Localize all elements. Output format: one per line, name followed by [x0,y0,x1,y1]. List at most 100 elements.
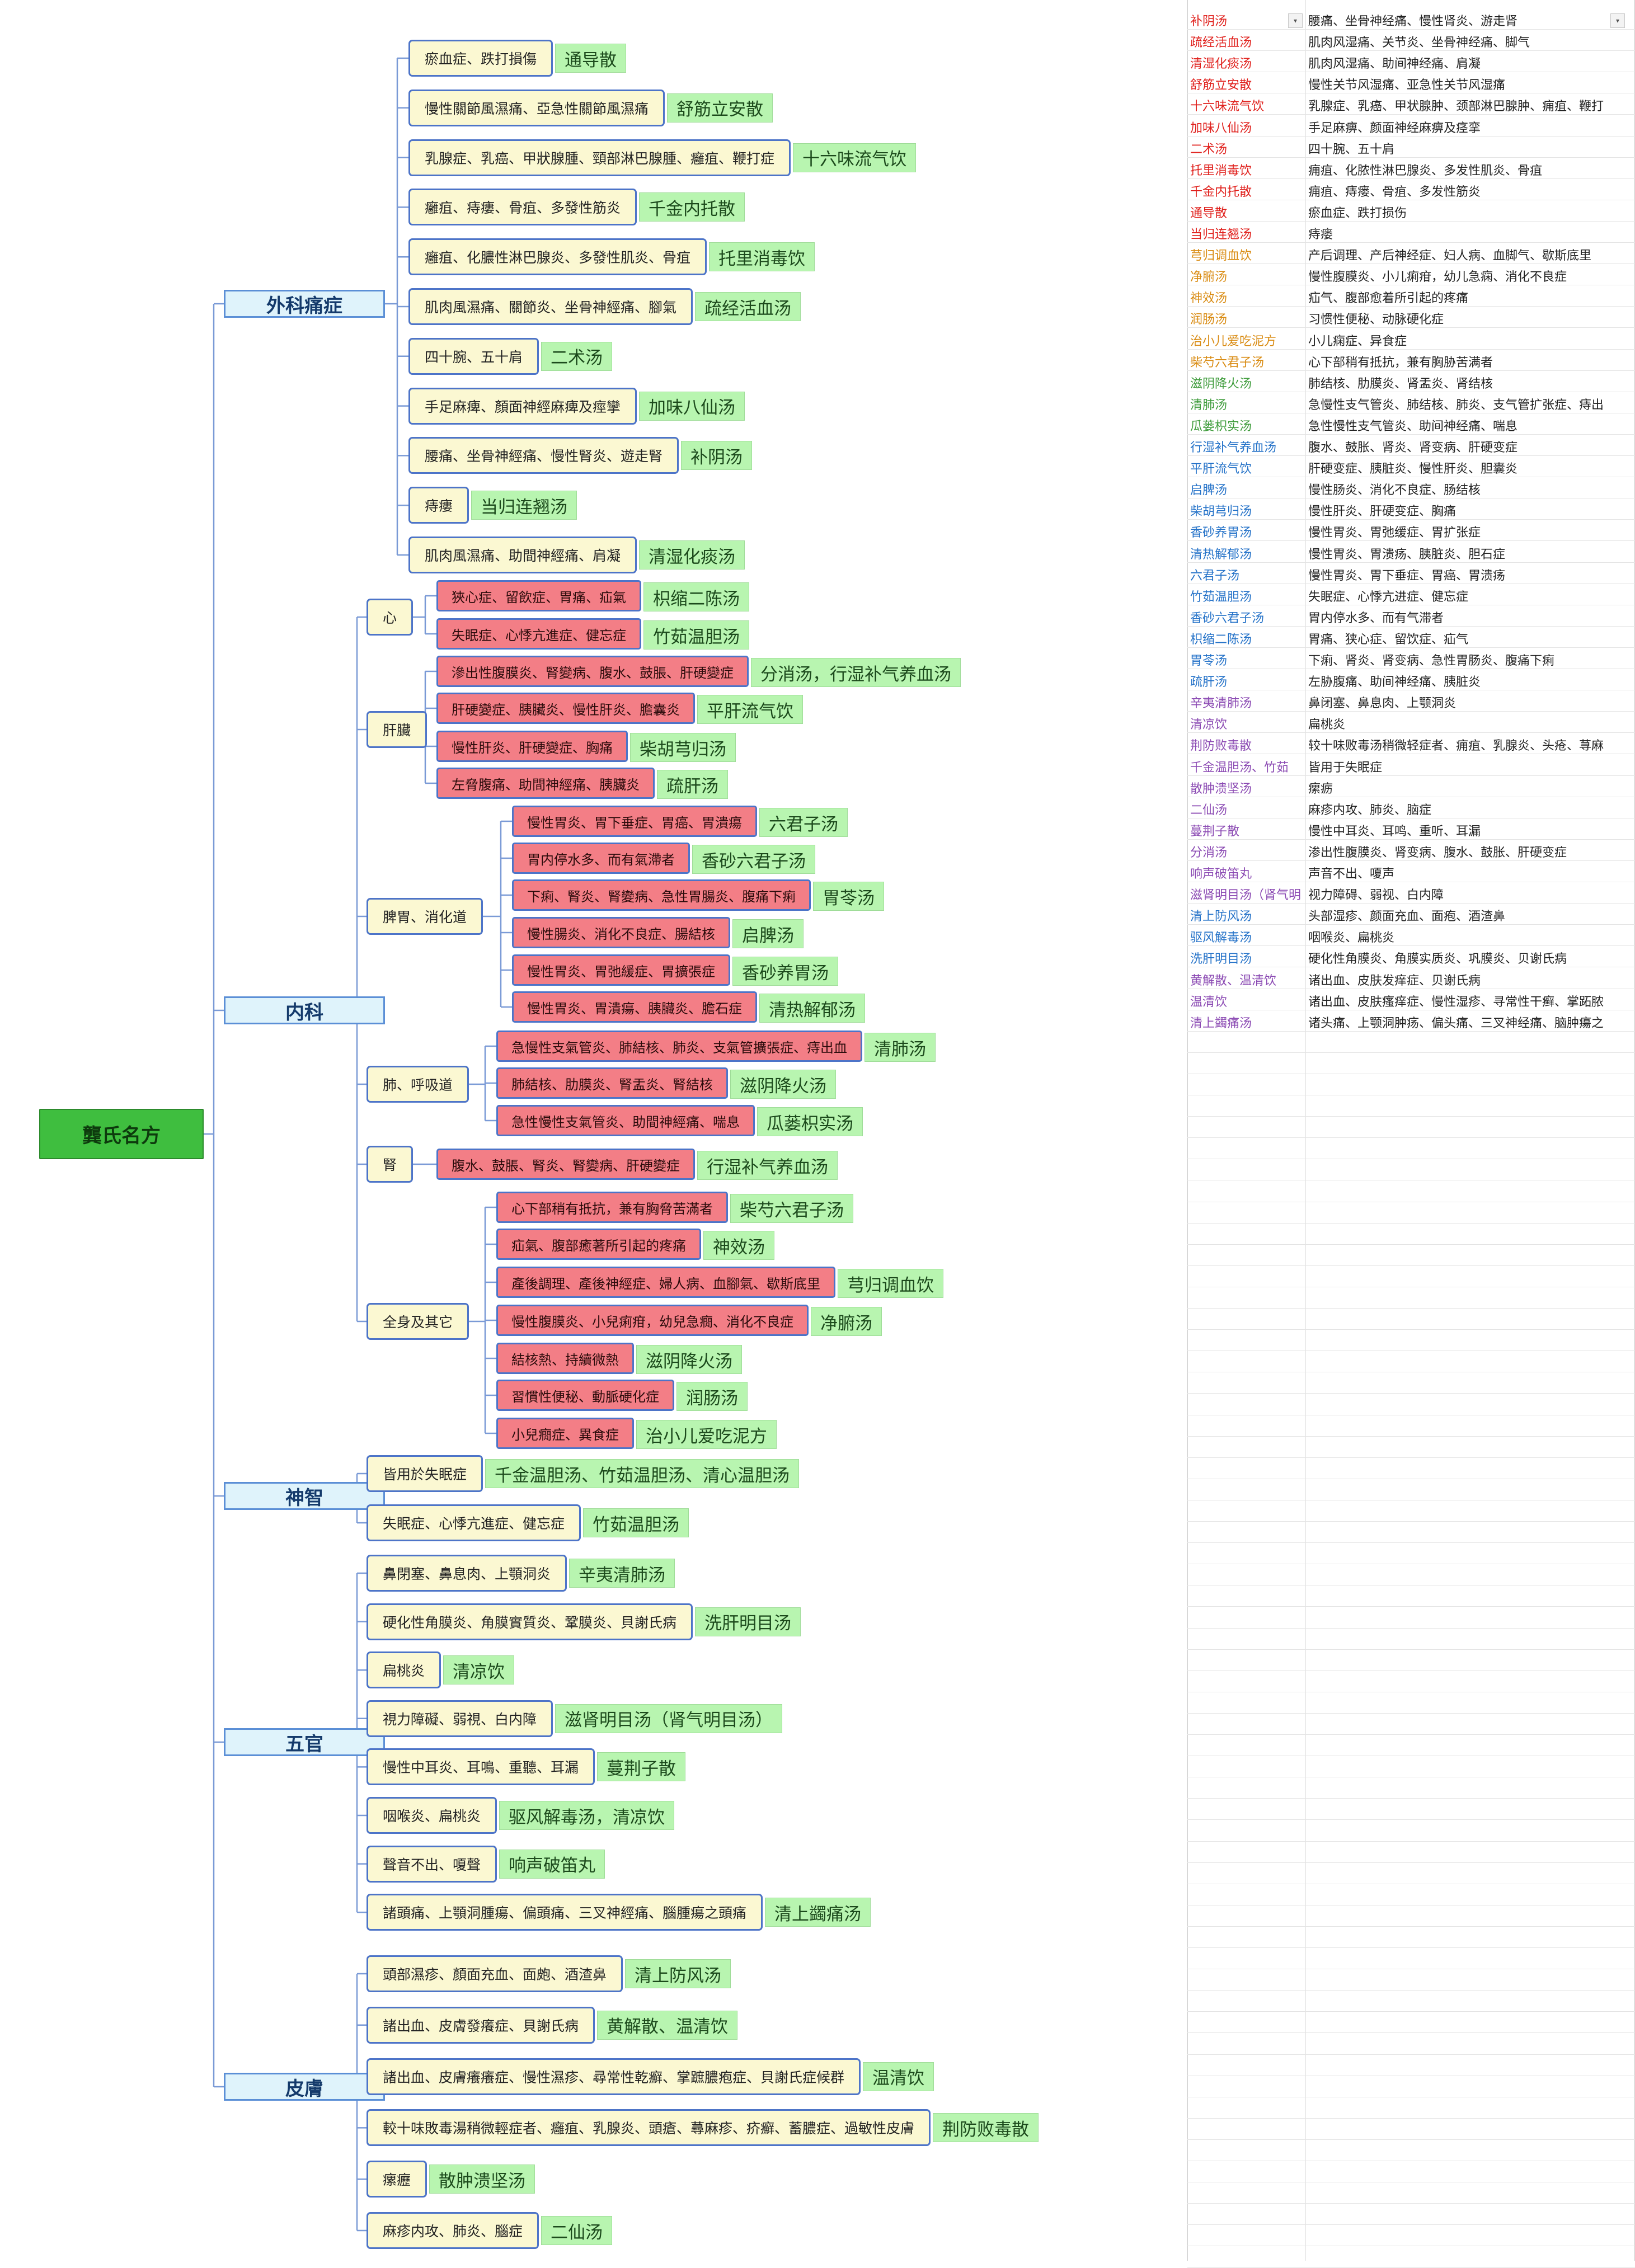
formula-name-cell[interactable]: 洗肝明目汤 [1190,952,1252,967]
table-row[interactable]: 洗肝明目汤硬化性角膜炎、角膜实质炎、巩膜炎、贝谢氏病 [1187,945,1635,968]
formula-name-cell[interactable]: 竹茹温胆汤 [1190,590,1252,604]
indication-cell[interactable]: 慢性中耳炎、耳鸣、重听、耳漏 [1308,824,1481,839]
indication-cell[interactable]: 疝气、腹部愈着所引起的疼痛 [1308,291,1469,306]
group-node[interactable]: 肺、呼吸道 [367,1066,469,1103]
table-row[interactable] [1187,1542,1635,1565]
table-row[interactable] [1187,2224,1635,2247]
formula-name-cell[interactable]: 行湿补气养血汤 [1190,441,1277,455]
indication-cell[interactable]: 瘀血症、跌打损伤 [1308,206,1407,220]
formula-name-cell[interactable]: 舒筋立安散 [1190,78,1252,93]
indication-cell[interactable]: 诸出血、皮肤发痒症、贝谢氏病 [1308,973,1481,988]
table-row[interactable]: 驱风解毒汤咽喉炎、扁桃炎 [1187,924,1635,947]
table-row[interactable] [1187,1031,1635,1053]
table-row[interactable] [1187,2054,1635,2076]
table-row[interactable] [1187,1415,1635,1437]
indication-cell[interactable]: 诸出血、皮肤瘙痒症、慢性湿疹、寻常性干癣、掌跖脓 [1308,995,1604,1009]
formula-name-cell[interactable]: 清凉饮 [1190,718,1228,732]
symptom-node[interactable]: 肌肉風濕痛、關節炎、坐骨神經痛、腳氣 [408,288,693,325]
formula-name-cell[interactable]: 二仙汤 [1190,803,1228,817]
table-row[interactable] [1187,1372,1635,1394]
table-row[interactable]: 温清饮 诸出血、皮肤瘙痒症、慢性湿疹、寻常性干癣、掌跖脓 [1187,989,1635,1010]
table-row[interactable] [1187,2139,1635,2161]
symptom-node[interactable]: 痔瘻 [408,487,469,524]
table-row[interactable]: 瓜蒌枳实汤急性慢性支气管炎、助间神经痛、喘息 [1187,413,1635,435]
table-row[interactable]: 芎归调血饮产后调理、产后神经症、妇人病、血脚气、歇斯底里 [1187,242,1635,265]
table-row[interactable]: 胃苓汤下痢、肾炎、肾变病、急性胃肠炎、腹痛下痢 [1187,647,1635,669]
table-row[interactable]: 滋肾明目汤（肾气明视力障碍、弱视、白内障 [1187,882,1635,904]
formula-name-cell[interactable]: 神效汤 [1190,291,1228,306]
category-node[interactable]: 皮膚 [224,2073,385,2101]
symptom-node[interactable]: 慢性肝炎、肝硬變症、胸痛 [436,731,628,762]
table-row[interactable]: 柴胡芎归汤慢性肝炎、肝硬变症、胸痛 [1187,498,1635,520]
table-row[interactable] [1187,2246,1635,2268]
indication-cell[interactable]: 肺结核、肋膜炎、肾盂炎、肾结核 [1308,377,1493,391]
table-row[interactable]: 二仙汤麻疹内攻、肺炎、脑症 [1187,797,1635,818]
table-row[interactable] [1187,1628,1635,1650]
symptom-node[interactable]: 瘰癧 [367,2161,427,2198]
symptom-node[interactable]: 諸出血、皮膚癢癢症、慢性濕疹、尋常性乾癬、掌蹠膿疱症、貝謝氏症候群 [367,2058,861,2095]
indication-cell[interactable]: 诸头痛、上颚洞肿疡、偏头痛、三叉神经痛、脑肿瘍之 [1308,1016,1604,1031]
table-row[interactable] [1187,2011,1635,2034]
symptom-node[interactable]: 胃内停水多、而有氣滯者 [512,843,690,874]
table-row[interactable] [1187,1990,1635,2012]
symptom-node[interactable]: 失眠症、心悸亢進症、健忘症 [367,1504,581,1541]
symptom-node[interactable]: 諸頭痛、上顎洞腫瘍、偏頭痛、三叉神經痛、腦腫瘍之頭痛 [367,1894,763,1931]
symptom-node[interactable]: 結核熱、持續微熱 [496,1343,634,1374]
table-row[interactable]: 补阴汤 腰痛、坐骨神经痛、慢性肾炎、游走肾 [1187,8,1635,30]
table-row[interactable] [1187,1052,1635,1074]
symptom-node[interactable]: 慢性中耳炎、耳鳴、重聽、耳漏 [367,1748,595,1786]
indication-cell[interactable]: 失眠症、心悸亢进症、健忘症 [1308,590,1469,604]
table-row[interactable]: 行湿补气养血汤腹水、鼓胀、肾炎、肾变病、肝硬变症 [1187,434,1635,456]
indication-cell[interactable]: 急慢性支气管炎、肺结核、肺炎、支气管扩张症、痔出 [1308,398,1604,412]
table-row[interactable] [1187,1202,1635,1224]
formula-name-cell[interactable]: 补阴汤 [1190,15,1228,29]
table-row[interactable] [1187,1947,1635,1970]
table-row[interactable]: 枳缩二陈汤胃痛、狭心症、留饮症、疝气 [1187,626,1635,648]
formula-name-cell[interactable]: 二术汤 [1190,142,1228,157]
indication-cell[interactable]: 慢性腹膜炎、小儿痢疳，幼儿急痫、消化不良症 [1308,270,1567,285]
indication-cell[interactable]: 慢性胃炎、胃溃疡、胰脏炎、胆石症 [1308,547,1506,562]
symptom-node[interactable]: 腹水、鼓脹、腎炎、腎變病、肝硬變症 [436,1149,695,1180]
table-row[interactable] [1187,1926,1635,1948]
table-row[interactable]: 二术汤 四十腕、五十肩 [1187,136,1635,158]
formula-name-cell[interactable]: 清湿化痰汤 [1190,57,1252,72]
root-node[interactable]: 龔氏名方 [39,1109,204,1159]
symptom-node[interactable]: 視力障礙、弱視、白内障 [367,1700,553,1737]
indication-cell[interactable]: 腰痛、坐骨神经痛、慢性肾炎、游走肾 [1308,15,1518,29]
table-row[interactable] [1187,1500,1635,1522]
formula-name-cell[interactable]: 散肿溃坚汤 [1190,782,1252,796]
formula-name-cell[interactable]: 加味八仙汤 [1190,121,1252,135]
indication-cell[interactable]: 肝硬变症、胰脏炎、慢性肝炎、胆囊炎 [1308,462,1518,477]
formula-name-cell[interactable]: 清上防风汤 [1190,910,1252,924]
indication-cell[interactable]: 左胁腹痛、助间神经痛、胰脏炎 [1308,675,1481,690]
indication-cell[interactable]: 四十腕、五十肩 [1308,142,1395,157]
symptom-node[interactable]: 硬化性角膜炎、角膜實質炎、鞏膜炎、貝謝氏病 [367,1603,693,1640]
formula-name-cell[interactable]: 千金内托散 [1190,185,1252,199]
table-row[interactable]: 清上蠲痛汤诸头痛、上颚洞肿疡、偏头痛、三叉神经痛、脑肿瘍之 [1187,1010,1635,1032]
symptom-node[interactable]: 頭部濕疹、顏面充血、面皰、酒渣鼻 [367,1955,623,1992]
table-row[interactable]: 千金内托散痈疽、痔瘘、骨疽、多发性筋炎 [1187,178,1635,200]
symptom-node[interactable]: 鼻閉塞、鼻息肉、上顎洞炎 [367,1555,567,1592]
table-row[interactable] [1187,1969,1635,1991]
indication-cell[interactable]: 心下部稍有抵抗，兼有胸胁苦满者 [1308,355,1493,370]
symptom-node[interactable]: 肺結核、肋膜炎、腎盂炎、腎結核 [496,1067,728,1099]
table-row[interactable]: 润肠汤习惯性便秘、动脉硬化症 [1187,306,1635,328]
table-row[interactable] [1187,1649,1635,1671]
table-row[interactable]: 清肺汤急慢性支气管炎、肺结核、肺炎、支气管扩张症、痔出 [1187,392,1635,413]
indication-cell[interactable]: 肌肉风湿痛、关节炎、坐骨神经痛、脚气 [1308,36,1530,50]
table-row[interactable] [1187,2033,1635,2055]
table-row[interactable] [1187,2182,1635,2204]
indication-cell[interactable]: 肌肉风湿痛、助间神经痛、肩凝 [1308,57,1481,72]
table-row[interactable] [1187,1223,1635,1245]
indication-cell[interactable]: 皆用于失眠症 [1308,760,1383,775]
table-row[interactable]: 分消汤渗出性腹膜炎、肾变病、腹水、鼓胀、肝硬变症 [1187,839,1635,861]
formula-name-cell[interactable]: 润肠汤 [1190,313,1228,327]
table-row[interactable] [1187,2118,1635,2140]
indication-cell[interactable]: 渗出性腹膜炎、肾变病、腹水、鼓胀、肝硬变症 [1308,845,1567,860]
symptom-node[interactable]: 急性慢性支氣管炎、助間神經痛、喘息 [496,1105,755,1136]
symptom-node[interactable]: 小兒癇症、異食症 [496,1418,634,1449]
formula-name-cell[interactable]: 温清饮 [1190,995,1228,1009]
table-row[interactable] [1187,1394,1635,1415]
formula-name-cell[interactable]: 通导散 [1190,206,1228,220]
table-row[interactable] [1187,1841,1635,1863]
